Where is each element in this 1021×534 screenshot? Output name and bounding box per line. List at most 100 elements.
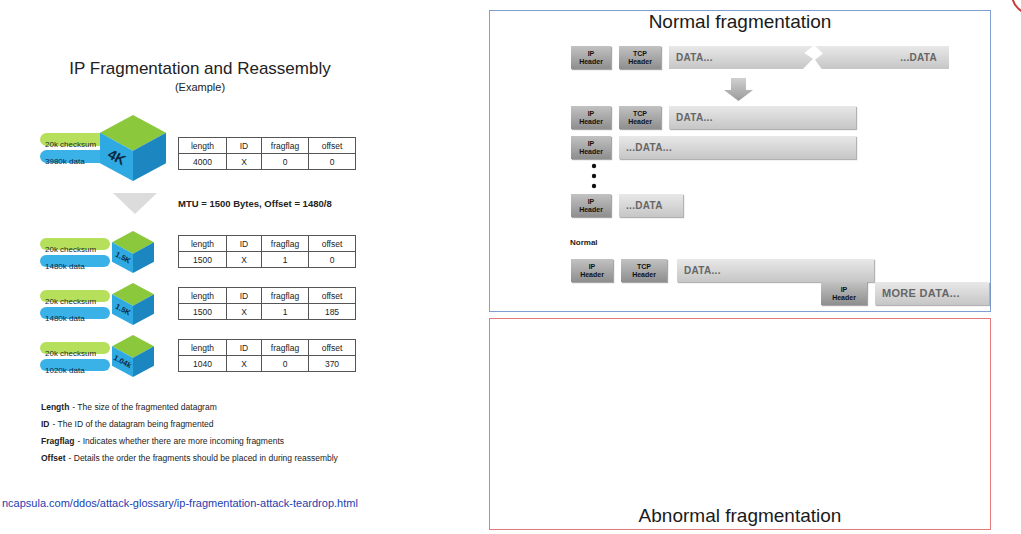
ellipsis-dot [592,174,596,178]
table-header: fragflag [261,339,309,356]
cube-shape [100,115,166,181]
cube-right [133,133,166,181]
down-arrow [724,78,753,101]
table-header: ID [226,339,262,356]
table-value: 0 [308,251,356,268]
table-header: offset [308,339,356,356]
header-text: IP Header [579,140,603,155]
data-tag: 1020k data [40,359,110,371]
table-header: ID [226,235,262,252]
table-header: offset [308,287,356,304]
segment-text: DATA... [676,46,713,69]
data-segment: DATA... [669,106,856,129]
header-text: IP Header [580,263,604,278]
header-cell: IP Header [571,136,611,159]
header-cell: IP Header [571,46,611,69]
data-tag: 1480k data [40,307,110,319]
cube-left [112,346,133,377]
tag-text: 1020k data [40,365,85,377]
table-value: X [226,153,262,170]
table-value: 1 [261,303,309,320]
header-cell: IP Header [821,282,867,305]
segment-text: DATA... [676,106,713,129]
table-header: offset [308,137,356,154]
tag-text: 3980k data [40,155,85,168]
subtitle: (Example) [40,81,360,93]
segment-text: ...DATA [900,46,937,69]
header-text: TCP Header [632,263,656,278]
panel-heading: Abnormal fragmentation [490,505,990,527]
table-header: fragflag [261,287,309,304]
table-header: ID [226,137,262,154]
tag-text: 1480k data [40,261,85,273]
table-value: 0 [308,153,356,170]
table-value: X [226,251,262,268]
corner-mark [1012,0,1021,14]
segment-text: ...DATA... [626,136,672,159]
data-tag: 1480k data [40,255,110,267]
table-header: fragflag [261,235,309,252]
table-value: 1040 [178,355,227,372]
header-cell: IP Header [571,106,611,129]
data-segment: ...DATA [619,194,683,217]
segment-text: MORE DATA... [882,282,960,305]
table-header: fragflag [261,137,309,154]
cube-left [100,133,133,181]
header-text: IP Header [579,198,603,213]
header-text: IP Header [832,286,856,301]
diagram-title: IP Fragmentation and Reassembly [40,59,360,79]
segment-text: ...DATA [626,194,663,217]
data-tag: 3980k data [40,150,108,163]
header-cell: TCP Header [621,259,667,282]
definition: - The size of the fragmented datagram [72,402,216,412]
header-text: TCP Header [628,110,652,125]
data-segment: DATA... [677,259,874,282]
mtu-note: MTU = 1500 Bytes, Offset = 1480/8 [178,198,332,209]
header-text: IP Header [579,110,603,125]
checksum-tag: 20k checksum [40,238,110,250]
ellipsis-dot [592,164,596,168]
definition: - The ID of the datagram being fragmente… [53,419,214,429]
packet-cube: 1.5K [112,283,154,325]
table-value: X [226,355,262,372]
table-header: length [178,235,227,252]
data-segment: ...DATA... [619,136,856,159]
table-header: offset [308,235,356,252]
packet-cube: 4K [100,115,166,181]
table-header: length [178,287,227,304]
source-link: ncapsula.com/ddos/attack-glossary/ip-fra… [2,497,358,509]
cube-left [112,242,133,273]
table-header: ID [226,287,262,304]
table-value: X [226,303,262,320]
definition: - Details the order the fragments should… [69,453,338,463]
header-cell: IP Header [571,259,613,282]
table-value: 1500 [178,303,227,320]
cube-left [112,294,133,325]
term: Fragflag [41,436,75,446]
header-text: IP Header [579,50,603,65]
data-segment: ...DATA [815,46,949,69]
ellipsis-dot [592,184,596,188]
checksum-tag: 20k checksum [40,342,110,354]
panel-heading: Normal fragmentation [490,11,990,33]
packet-cube: 1.5K [112,231,154,273]
table-value: 370 [308,355,356,372]
checksum-tag: 20k checksum [40,133,108,146]
header-cell: TCP Header [619,106,661,129]
table-value: 1500 [178,251,227,268]
tag-text: 1480k data [40,313,85,325]
checksum-tag: 20k checksum [40,290,110,302]
section-panel: Abnormal fragmentation [489,318,991,530]
table-header: length [178,339,227,356]
table-value: 0 [261,355,309,372]
header-text: TCP Header [628,50,652,65]
table-value: 185 [308,303,356,320]
data-segment: DATA... [669,46,813,69]
term: Offset [41,453,66,463]
packet-cube: 1.04k [112,335,154,377]
table-header: length [178,137,227,154]
table-value: 4000 [178,153,227,170]
table-value: 1 [261,251,309,268]
cube-right [133,346,154,377]
term: ID [41,419,50,429]
